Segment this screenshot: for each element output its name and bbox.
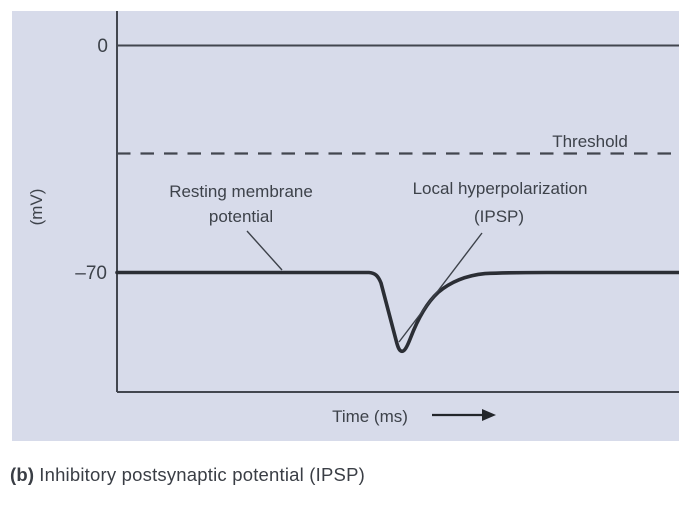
- y-axis-label: (mV): [27, 189, 46, 226]
- y-tick-zero: 0: [97, 36, 108, 57]
- resting-potential-label-line1: Resting membrane: [169, 182, 313, 201]
- ipsp-figure-panel: 0 –70 (mV) Threshold Resting membrane po…: [12, 11, 679, 441]
- time-arrow-icon: [432, 409, 496, 421]
- membrane-potential-curve: [115, 270, 679, 354]
- y-tick-minus-70: –70: [75, 263, 107, 284]
- hyperpolarization-pointer-line: [398, 232, 483, 343]
- x-axis-label: Time (ms): [332, 407, 408, 426]
- threshold-label: Threshold: [552, 132, 628, 151]
- resting-potential-pointer-line: [246, 230, 283, 271]
- hyperpolarization-label-line1: Local hyperpolarization: [413, 179, 588, 198]
- figure-caption-text: Inhibitory postsynaptic potential (IPSP): [39, 464, 365, 485]
- resting-potential-label-line2: potential: [209, 207, 273, 226]
- hyperpolarization-label-line2: (IPSP): [474, 207, 524, 226]
- figure-caption-prefix: (b): [10, 464, 35, 485]
- figure-caption: (b)Inhibitory postsynaptic potential (IP…: [10, 464, 650, 486]
- ipsp-chart-svg: 0 –70 (mV) Threshold Resting membrane po…: [27, 11, 679, 426]
